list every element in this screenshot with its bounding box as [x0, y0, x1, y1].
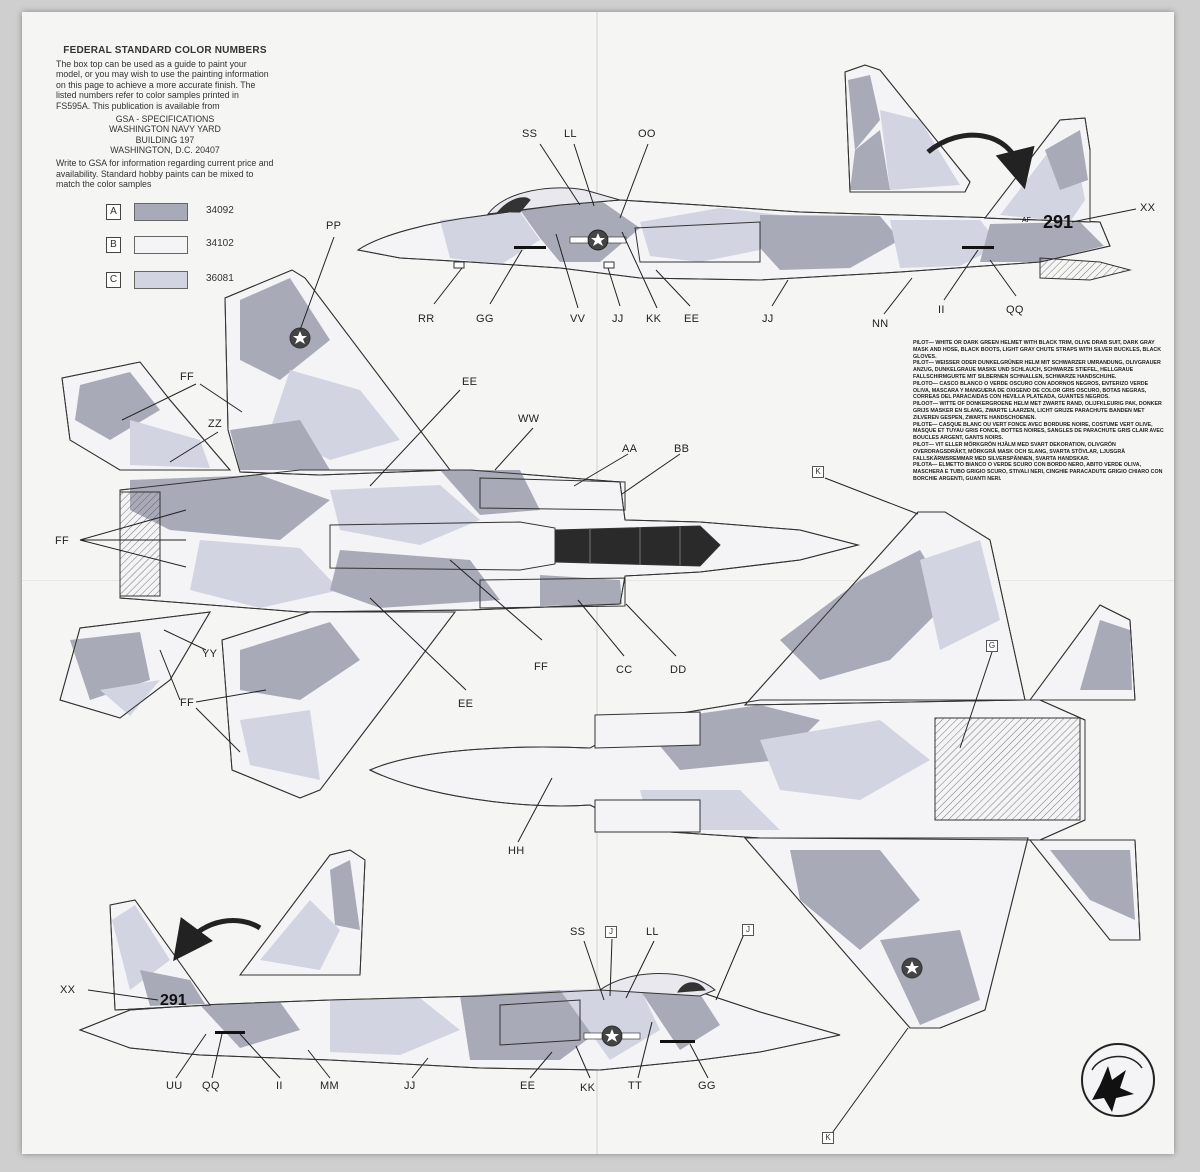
callout-label: UU [166, 1080, 183, 1092]
pilot-note-es: PILOTO— CASCO BLANCO O VERDE OSCURO CON … [913, 380, 1149, 401]
tail-prefix-top: AF [1022, 217, 1031, 224]
swatch-key: A [106, 204, 121, 220]
address-line: GSA - SPECIFICATIONS [115, 113, 215, 124]
swatch-key: C [106, 272, 121, 288]
swatch-code: 34102 [206, 238, 234, 249]
swatch-code: 36081 [206, 273, 234, 284]
callout-label: LL [564, 128, 577, 140]
callout-label: FF [55, 535, 70, 547]
swatch-row-b: B 34102 [106, 235, 306, 255]
callout-label: KK [646, 313, 662, 325]
pilot-note-en: PILOT— WHITE OR DARK GREEN HELMET WITH B… [913, 340, 1162, 360]
callout-label: OO [638, 128, 656, 140]
callout-label: KK [580, 1082, 596, 1094]
tail-code-top: 291 [1043, 212, 1073, 232]
arrow-icon [926, 132, 1035, 190]
tail-callout-bottom [173, 849, 366, 976]
fsc-intro: The box top can be used as a guide to pa… [56, 58, 269, 111]
pilot-note-nl: PILOOT— WITTE OF DONKERGROENE HELM MET Z… [913, 401, 1162, 421]
callout-label: HH [508, 845, 525, 857]
callout-leader-lines [79, 143, 1137, 1137]
callout-label: FF [180, 371, 195, 383]
callout-label: MM [320, 1080, 339, 1092]
callout-label: II [938, 304, 945, 316]
callout-label: FF [534, 661, 549, 673]
callout-label: CC [616, 664, 633, 676]
callout-box: K [812, 466, 824, 478]
color-swatch [134, 271, 188, 289]
callout-box: J [742, 924, 754, 936]
callout-label: YY [202, 648, 218, 660]
address-line: WASHINGTON NAVY YARD [109, 124, 221, 135]
pilot-note-de: PILOT— WEISSER ODER DUNKELGRÜNER HELM MI… [913, 360, 1161, 380]
pilot-note-it: PILOTA— ELMETTO BIANCO O VERDE SCURO CON… [913, 462, 1163, 482]
callout-label: QQ [1006, 304, 1024, 316]
pilot-note-fr: PILOTE— CASQUE BLANC OU VERT FONCE AVEC … [913, 421, 1164, 442]
tail-callout-top [844, 64, 1035, 193]
callout-label: II [276, 1080, 283, 1092]
side-view-bottom [78, 899, 841, 1071]
plan-view-underside [368, 511, 1141, 1029]
pilot-note-sv: PILOT— VIT ELLER MÖRKGRÖN HJÄLM MED SVAR… [913, 441, 1126, 462]
callout-label: FF [180, 697, 195, 709]
callout-label: EE [520, 1080, 536, 1092]
swatch-code: 34092 [206, 205, 234, 216]
color-swatch [134, 203, 188, 221]
callout-label: NN [872, 318, 889, 330]
callout-label: SS [522, 128, 538, 140]
tail-code-bottom: 291 [160, 992, 187, 1009]
arrow-icon [173, 917, 262, 962]
callout-label: XX [60, 984, 76, 996]
callout-label: VV [570, 313, 586, 325]
callout-label: LL [646, 926, 659, 938]
side-view-top [356, 117, 1132, 281]
callout-label: AA [622, 443, 638, 455]
plan-view-top [59, 269, 860, 799]
callout-box: J [605, 926, 617, 938]
swatch-key: B [106, 237, 121, 253]
pilot-color-notes: PILOT— WHITE OR DARK GREEN HELMET WITH B… [913, 340, 1165, 483]
callout-label: GG [476, 313, 494, 325]
callout-box: G [986, 640, 998, 652]
fsc-address: GSA - SPECIFICATIONS WASHINGTON NAVY YAR… [56, 114, 274, 156]
callout-label: JJ [762, 313, 774, 325]
callout-label: JJ [404, 1080, 416, 1092]
callout-box: K [822, 1132, 834, 1144]
callout-label: XX [1140, 202, 1156, 214]
callout-label: GG [698, 1080, 716, 1092]
federal-standard-color-block: FEDERAL STANDARD COLOR NUMBERS The box t… [56, 45, 274, 190]
callout-label: SS [570, 926, 586, 938]
callout-label: TT [628, 1080, 643, 1092]
callout-label: JJ [612, 313, 624, 325]
swatch-row-c: C 36081 [106, 270, 306, 290]
callout-label: WW [518, 413, 540, 425]
callout-label: QQ [202, 1080, 220, 1092]
color-swatch [134, 236, 188, 254]
callout-label: EE [458, 698, 474, 710]
address-line: WASHINGTON, D.C. 20407 [110, 145, 220, 156]
callout-label: EE [462, 376, 478, 388]
callout-label: PP [326, 220, 342, 232]
callout-label: EE [684, 313, 700, 325]
fsc-title: FEDERAL STANDARD COLOR NUMBERS [63, 45, 267, 56]
address-line: BUILDING 197 [135, 134, 195, 145]
callout-label: BB [674, 443, 690, 455]
callout-label: ZZ [208, 418, 223, 430]
kit-manufacturer-logo [1081, 1043, 1155, 1117]
callout-label: RR [418, 313, 435, 325]
fsc-outro: Write to GSA for information regarding c… [56, 157, 274, 190]
swatch-row-a: A 34092 [106, 202, 306, 222]
callout-label: DD [670, 664, 687, 676]
